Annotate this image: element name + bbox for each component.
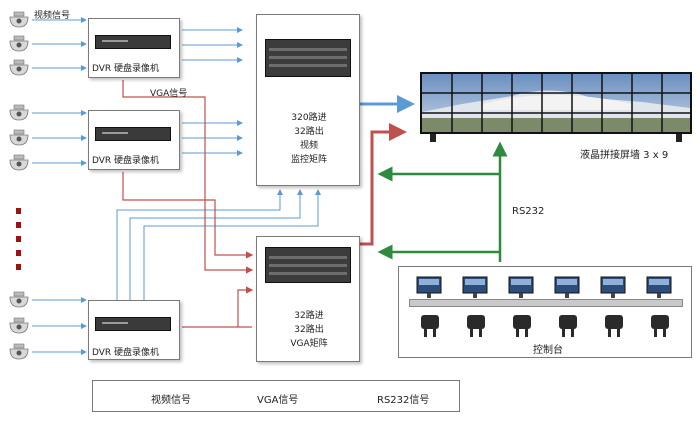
vga-matrix-box: 32路进 32路出 VGA矩阵 — [256, 236, 360, 362]
wall-stand — [430, 134, 436, 142]
video-matrix-device-icon — [265, 39, 351, 77]
legend-box: 视频信号 VGA信号 RS232信号 — [92, 380, 460, 412]
dome-camera-icon — [9, 11, 29, 28]
dvr-device-icon — [95, 127, 171, 141]
wall-label: 液晶拼接屏墙 3 x 9 — [580, 150, 669, 161]
ellipsis-dot — [16, 264, 21, 270]
vga-signal-label: VGA信号 — [150, 89, 188, 99]
monitor-icon — [508, 276, 534, 337]
legend-rs232-text: RS232信号 — [377, 395, 430, 406]
ellipsis-dot — [16, 250, 21, 256]
dome-camera-icon — [9, 343, 29, 360]
rs232-lines — [377, 141, 508, 262]
rs232-label: RS232 — [512, 206, 545, 217]
vga-matrix-to-wall-arrow — [360, 123, 407, 246]
monitor-icon — [600, 276, 626, 337]
vga-matrix-text: 32路进 32路出 VGA矩阵 — [257, 309, 361, 351]
dvr-label: DVR 硬盘录像机 — [92, 64, 160, 74]
dvr-label: DVR 硬盘录像机 — [92, 348, 160, 358]
dome-camera-icon — [9, 291, 29, 308]
video-matrix-line: 监控矩阵 — [290, 155, 327, 165]
console-label: 控制台 — [533, 345, 563, 356]
video-wall-image — [422, 74, 690, 132]
video-matrix-line: 320路进 — [291, 113, 327, 123]
vga-matrix-line: 32路进 — [294, 311, 324, 321]
dome-camera-icon — [9, 129, 29, 146]
dvr-label: DVR 硬盘录像机 — [92, 156, 160, 166]
dvr-box-3: DVR 硬盘录像机 — [88, 300, 180, 360]
dome-camera-icon — [9, 104, 29, 121]
video-matrix-text: 320路进 32路出 视频 监控矩阵 — [257, 111, 361, 167]
dome-camera-icon — [9, 154, 29, 171]
monitor-icon — [554, 276, 580, 337]
ellipsis-dot — [16, 208, 21, 214]
camera-to-dvr-lines — [32, 17, 87, 355]
vga-matrix-line: VGA矩阵 — [290, 339, 328, 349]
ellipsis-dot — [16, 236, 21, 242]
vga-matrix-line: 32路出 — [294, 325, 324, 335]
video-signal-label: 视频信号 — [34, 11, 71, 21]
monitor-icon — [646, 276, 672, 337]
legend-vga-text: VGA信号 — [257, 395, 299, 406]
ellipsis-dot — [16, 222, 21, 228]
dome-camera-icon — [9, 317, 29, 334]
video-matrix-box: 320路进 32路出 视频 监控矩阵 — [256, 14, 360, 186]
video-wall-screen — [420, 72, 692, 134]
dome-camera-icon — [9, 59, 29, 76]
video-matrix-line: 32路出 — [294, 127, 324, 137]
dvr-device-icon — [95, 35, 171, 49]
monitor-icon — [462, 276, 488, 337]
vga-lines — [122, 80, 254, 328]
video-matrix-line: 视频 — [299, 141, 318, 151]
monitor-icon — [416, 276, 442, 337]
console-desk — [409, 299, 683, 307]
vga-matrix-device-icon — [265, 247, 351, 283]
legend-video-text: 视频信号 — [151, 395, 191, 406]
dvr-device-icon — [95, 317, 171, 331]
console-box: 控制台 — [398, 266, 692, 358]
wall-stand — [676, 134, 682, 142]
dvr-box-1: DVR 硬盘录像机 — [88, 18, 180, 78]
dvr-box-2: DVR 硬盘录像机 — [88, 110, 180, 170]
dome-camera-icon — [9, 35, 29, 52]
